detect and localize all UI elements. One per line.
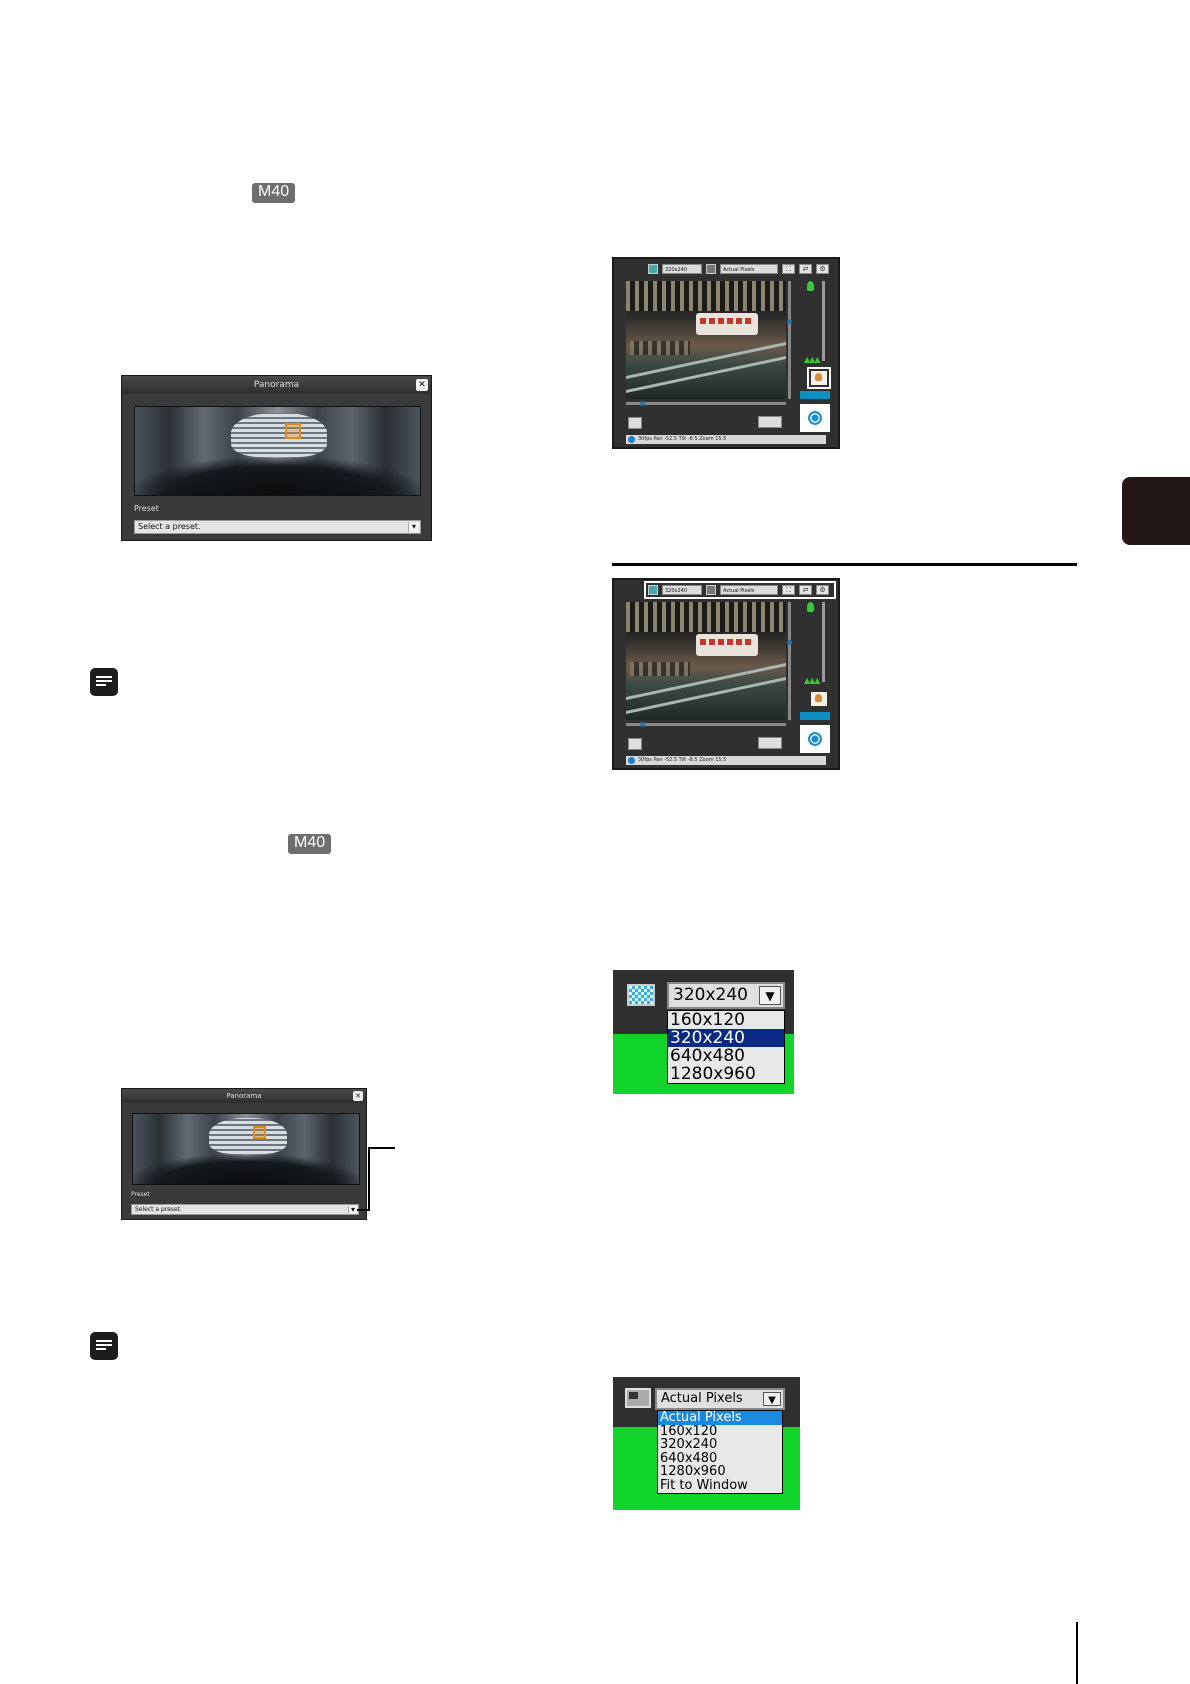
ptz-target-icon[interactable] xyxy=(800,725,830,753)
control-bar[interactable] xyxy=(800,712,830,720)
tilt-slider[interactable] xyxy=(787,281,792,399)
option-fit-to-window[interactable]: Fit to Window xyxy=(660,1477,748,1493)
preset-value: Select a preset. xyxy=(135,1206,182,1213)
display-size-dropdown-illustration: Actual Pixels ▼ Actual Pixels 160x120 32… xyxy=(613,1377,800,1510)
video-size-icon xyxy=(627,984,655,1006)
option-640x480[interactable]: 640x480 xyxy=(660,1450,718,1466)
panel-button[interactable] xyxy=(758,737,782,749)
ptz-target-icon[interactable] xyxy=(800,404,830,432)
zoom-icon xyxy=(807,602,814,612)
viewer-window: 320x240 Actual Pixels ⛶ ⇄ ⚙ ▲▲▲ 30fps Pa… xyxy=(612,257,840,449)
video-size-options: 160x120 320x240 640x480 1280x960 xyxy=(667,1010,785,1084)
viewer-window: 320x240 Actual Pixels ⛶ ⇄ ⚙ ▲▲▲ 30fps Pa… xyxy=(612,578,840,770)
panel-button[interactable] xyxy=(758,416,782,428)
person-icon[interactable] xyxy=(811,692,827,706)
video-size-icon xyxy=(648,585,658,595)
pan-slider[interactable] xyxy=(626,401,786,406)
selected-value: 320x240 xyxy=(673,985,748,1005)
status-bar: 30fps Pan -52.5 Tilt -8.5 Zoom 15.5 xyxy=(626,435,826,444)
zoom-slider[interactable] xyxy=(822,281,825,361)
zoom-marker-icon: ▲▲▲ xyxy=(804,676,821,685)
tilt-slider[interactable] xyxy=(787,602,792,720)
video-size-select[interactable]: 320x240 xyxy=(662,264,702,274)
close-button[interactable]: ✕ xyxy=(416,379,428,391)
section-rule xyxy=(612,563,1077,566)
settings-button[interactable]: ⚙ xyxy=(816,264,829,274)
display-size-options: Actual Pixels 160x120 320x240 640x480 12… xyxy=(657,1410,783,1494)
chapter-tab xyxy=(1122,477,1190,545)
option-320x240[interactable]: 320x240 xyxy=(668,1029,784,1047)
display-size-icon xyxy=(706,585,716,595)
option-1280x960[interactable]: 1280x960 xyxy=(670,1064,756,1084)
zoom-slider[interactable] xyxy=(822,602,825,682)
page-number-rule xyxy=(1076,1622,1078,1684)
swap-button[interactable]: ⇄ xyxy=(799,264,812,274)
m40-badge: M40 xyxy=(252,183,296,203)
m40-badge: M40 xyxy=(288,834,332,854)
status-bar: 30fps Pan -52.5 Tilt -8.5 Zoom 15.5 xyxy=(626,756,826,765)
preset-dropdown[interactable]: Select a preset. ▾ xyxy=(134,520,421,534)
video-size-select[interactable]: 320x240 xyxy=(662,585,702,595)
video-size-dropdown-illustration: 320x240 ▼ 160x120 320x240 640x480 1280x9… xyxy=(613,970,794,1094)
display-size-select[interactable]: Actual Pixels xyxy=(720,585,778,595)
settings-button[interactable]: ⚙ xyxy=(816,585,829,595)
option-160x120[interactable]: 160x120 xyxy=(660,1423,718,1439)
zoom-icon xyxy=(807,281,814,291)
bus-in-video xyxy=(696,634,758,656)
toolbar-highlight xyxy=(644,581,836,599)
camera-icon[interactable] xyxy=(628,738,642,750)
view-frame-marker[interactable] xyxy=(253,1126,266,1139)
view-frame-marker[interactable] xyxy=(285,423,301,439)
note-icon xyxy=(90,1332,118,1360)
selected-value: Actual Pixels xyxy=(661,1391,743,1406)
control-bar[interactable] xyxy=(800,391,830,399)
option-1280x960[interactable]: 1280x960 xyxy=(660,1464,726,1480)
display-size-select[interactable]: Actual Pixels xyxy=(720,264,778,274)
preset-value: Select a preset. xyxy=(138,522,201,531)
panorama-window: Panorama ✕ Preset Select a preset. ▾ xyxy=(121,375,432,541)
chevron-down-icon[interactable]: ▾ xyxy=(348,1206,357,1214)
panorama-title: Panorama xyxy=(122,1089,366,1103)
display-size-icon xyxy=(706,264,716,274)
toolbar: 320x240 Actual Pixels ⛶ ⇄ ⚙ xyxy=(648,583,836,597)
person-icon[interactable] xyxy=(807,367,831,389)
bus-in-video xyxy=(696,313,758,335)
panorama-image[interactable] xyxy=(132,1113,360,1185)
zoom-marker-icon: ▲▲▲ xyxy=(804,355,821,364)
close-button[interactable]: ✕ xyxy=(353,1091,363,1101)
chevron-down-icon[interactable]: ▼ xyxy=(763,1392,781,1406)
video-size-select[interactable]: 320x240 ▼ xyxy=(667,982,785,1009)
display-size-icon xyxy=(625,1388,651,1408)
video-display[interactable] xyxy=(626,281,786,399)
pan-slider[interactable] xyxy=(626,722,786,727)
option-actual-pixels[interactable]: Actual Pixels xyxy=(658,1411,782,1425)
panorama-title: Panorama xyxy=(122,376,431,394)
toolbar: 320x240 Actual Pixels ⛶ ⇄ ⚙ xyxy=(648,262,836,276)
preset-dropdown[interactable]: Select a preset. ▾ xyxy=(131,1204,359,1215)
panorama-building xyxy=(231,413,327,457)
video-size-icon xyxy=(648,264,658,274)
swap-button[interactable]: ⇄ xyxy=(799,585,812,595)
note-icon xyxy=(90,668,118,696)
preset-label: Preset xyxy=(131,1191,150,1198)
panorama-image[interactable] xyxy=(134,406,421,496)
display-size-select[interactable]: Actual Pixels ▼ xyxy=(655,1388,785,1410)
video-display[interactable] xyxy=(626,602,786,720)
preset-label: Preset xyxy=(134,504,159,513)
panorama-building xyxy=(209,1118,287,1154)
full-screen-button[interactable]: ⛶ xyxy=(782,264,795,274)
callout-line xyxy=(357,1147,395,1211)
option-320x240[interactable]: 320x240 xyxy=(660,1437,718,1453)
panorama-window: Panorama ✕ Preset Select a preset. ▾ xyxy=(121,1088,367,1220)
option-160x120[interactable]: 160x120 xyxy=(670,1010,745,1030)
chevron-down-icon[interactable]: ▾ xyxy=(408,522,419,532)
full-screen-button[interactable]: ⛶ xyxy=(782,585,795,595)
camera-icon[interactable] xyxy=(628,417,642,429)
chevron-down-icon[interactable]: ▼ xyxy=(759,986,781,1005)
option-640x480[interactable]: 640x480 xyxy=(670,1046,745,1066)
